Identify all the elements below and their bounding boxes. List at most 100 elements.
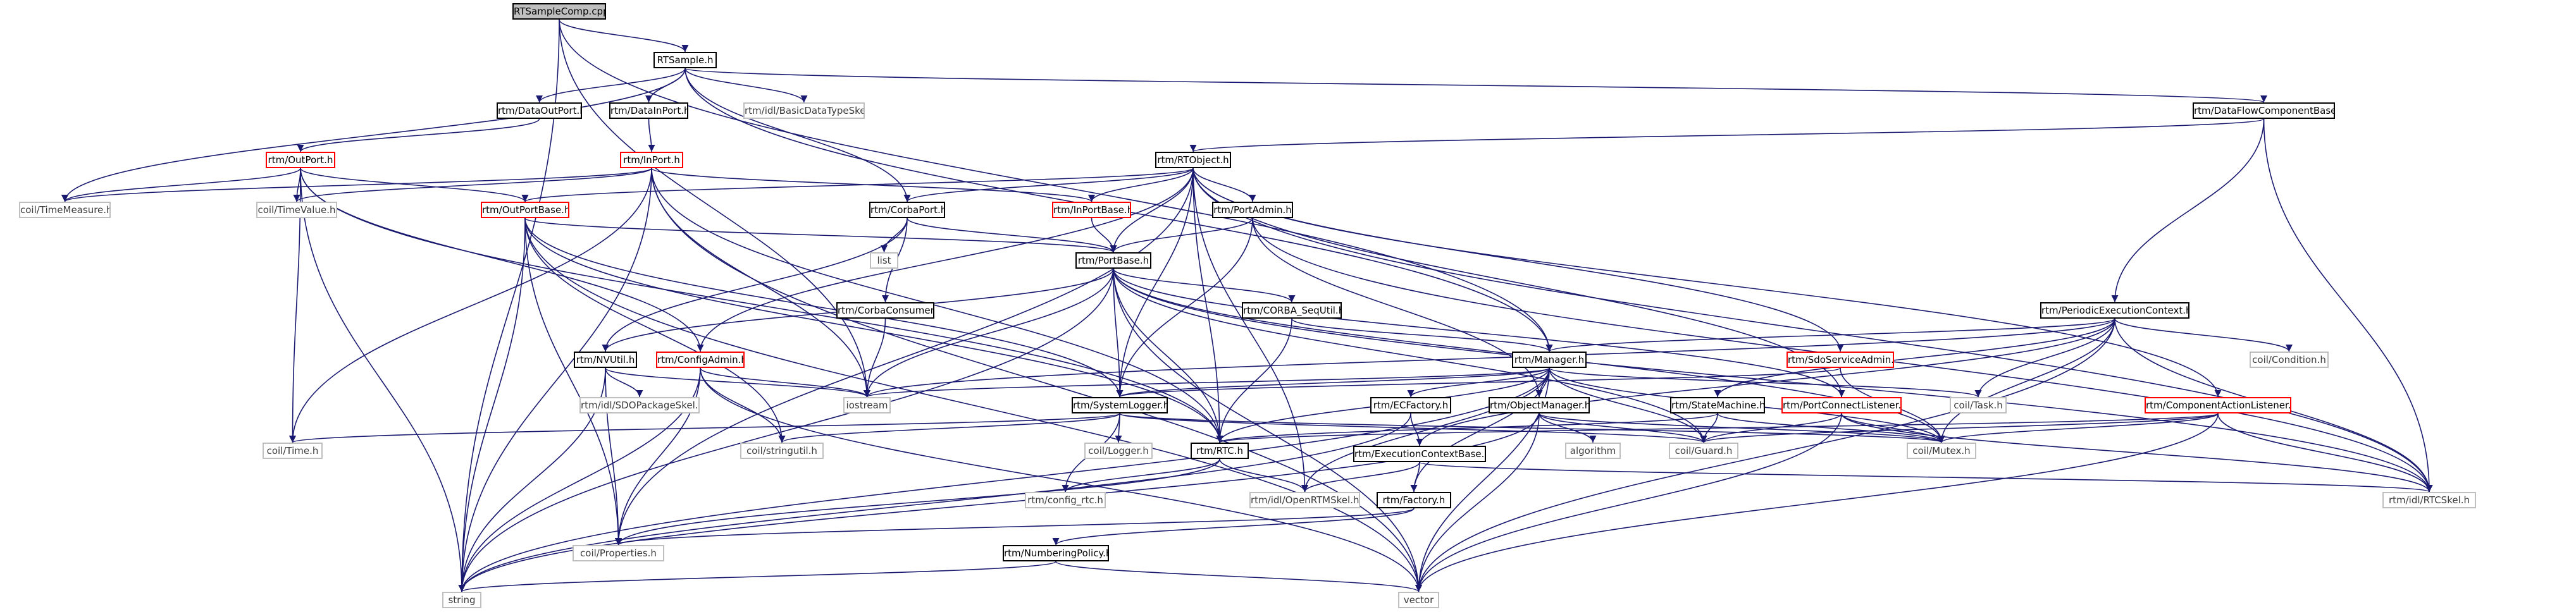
edge-rtm_portbase_h-to-vector [1113, 268, 1423, 592]
node-coil-mutex-h[interactable]: coil/Mutex.h [1907, 443, 1976, 459]
edge-rtm_portconnectlistener_h-to-coil_guard_h [1700, 413, 1842, 443]
node-rtm-idl-openrtmskel-h[interactable]: rtm/idl/OpenRTMSkel.h [1249, 492, 1360, 508]
edge-rtm_rtobject_h-to-rtm_inportbase_h [1087, 168, 1194, 202]
node-coil-condition-h[interactable]: coil/Condition.h [2250, 352, 2329, 368]
edge-rtm_inport_h-to-coil_timevalue_h [293, 168, 652, 202]
node-rtm-portbase-h[interactable]: rtm/PortBase.h [1075, 252, 1151, 269]
edge-rtm_manager_h-to-iostream [864, 367, 1550, 398]
edge-rtsamplecomp_cpp-to-rtm_manager_h [559, 19, 1553, 352]
node-rtm-dataflowcomponentbase-h[interactable]: rtm/DataFlowComponentBase.h [2193, 102, 2335, 119]
edge-rtm_periodicexecutioncontext_h-to-vector [1415, 318, 2115, 592]
edge-rtm_corba_sequtil_h-to-rtm_manager_h [1291, 318, 1553, 352]
edge-rtm_dataoutport_h-to-rtm_outport_h [297, 118, 540, 152]
node-rtm-rtobject-h[interactable]: rtm/RTObject.h [1155, 152, 1231, 168]
edge-rtm_objectmanager_h-to-algorithm [1539, 413, 1597, 443]
edge-rtm_systemlogger_h-to-coil_stringutil_h [778, 413, 1120, 443]
node-rtm-portadmin-h[interactable]: rtm/PortAdmin.h [1212, 202, 1293, 218]
edge-rtm_outport_h-to-string [300, 168, 466, 592]
edge-rtm_portconnectlistener_h-to-vector [1415, 413, 1842, 592]
edge-rtm_inport_h-to-coil_time_h [288, 168, 652, 443]
node-rtm-systemlogger-h[interactable]: rtm/SystemLogger.h [1072, 397, 1168, 413]
node-coil-logger-h[interactable]: coil/Logger.h [1084, 443, 1153, 459]
edge-rtm_outport_h-to-rtm_outportbase_h [300, 168, 529, 202]
node-rtm-numberingpolicy-h[interactable]: rtm/NumberingPolicy.h [1003, 545, 1109, 561]
edge-rtm_rtc_h-to-rtm_idl_openrtmskel_h [1219, 458, 1309, 493]
node-rtsamplecomp-cpp[interactable]: RTSampleComp.cpp [512, 3, 606, 20]
node-rtm-manager-h[interactable]: rtm/Manager.h [1512, 352, 1587, 368]
edge-rtm_portbase_h-to-rtm_idl_rtcskel_h [1113, 268, 2433, 493]
node-rtm-portconnectlistener-h[interactable]: rtm/PortConnectListener.h [1781, 397, 1902, 413]
edge-rtm_configadmin_h-to-coil_properties_h [614, 367, 701, 546]
edge-rtsamplecomp_cpp-to-rtsample_h [559, 19, 689, 52]
edge-rtm_componentactionlistener_h-to-rtm_idl_rtcskel_h [2217, 413, 2433, 493]
node-rtm-ecfactory-h[interactable]: rtm/ECFactory.h [1370, 397, 1451, 413]
node-coil-properties-h[interactable]: coil/Properties.h [573, 545, 664, 561]
edge-rtm_objectmanager_h-to-vector [1415, 413, 1540, 592]
edge-rtm_componentactionlistener_h-to-coil_guard_h [1700, 413, 2219, 443]
node-rtm-outport-h[interactable]: rtm/OutPort.h [266, 152, 335, 168]
node-rtm-idl-sdopackageskel-h[interactable]: rtm/idl/SDOPackageSkel.h [579, 397, 700, 413]
node-rtm-datainport-h[interactable]: rtm/DataInPort.h [609, 102, 688, 119]
node-coil-timemeasure-h[interactable]: coil/TimeMeasure.h [19, 202, 111, 218]
node-rtm-periodicexecutioncontext-h[interactable]: rtm/PeriodicExecutionContext.h [2040, 302, 2189, 319]
edge-rtm_portbase_h-to-iostream [863, 268, 1114, 398]
edge-rtsamplecomp_cpp-to-iostream [559, 19, 871, 398]
edge-rtm_outportbase_h-to-coil_properties_h [524, 217, 622, 546]
edge-rtm_portadmin_h-to-rtm_portbase_h [1110, 217, 1253, 253]
node-rtm-corba-sequtil-h[interactable]: rtm/CORBA_SeqUtil.h [1242, 302, 1342, 319]
edge-rtm_manager_h-to-rtm_systemlogger_h [1116, 367, 1550, 398]
node-rtm-dataoutport-h[interactable]: rtm/DataOutPort.h [497, 102, 582, 119]
node-iostream[interactable]: iostream [843, 397, 891, 413]
edge-rtm_rtc_h-to-coil_properties_h [615, 458, 1220, 546]
node-vector[interactable]: vector [1398, 592, 1439, 608]
edge-rtm_rtobject_h-to-rtm_sdoserviceadmin_h [1192, 168, 1844, 352]
node-rtm-inportbase-h[interactable]: rtm/InPortBase.h [1052, 202, 1131, 218]
node-coil-stringutil-h[interactable]: coil/stringutil.h [740, 443, 824, 459]
node-rtm-idl-basicdatatypeskel-h[interactable]: rtm/idl/BasicDataTypeSkel.h [743, 102, 865, 119]
node-rtm-factory-h[interactable]: rtm/Factory.h [1377, 492, 1451, 508]
node-rtm-idl-rtcskel-h[interactable]: rtm/idl/RTCSkel.h [2382, 492, 2476, 508]
edge-rtm_statemachine_h-to-coil_mutex_h [1717, 413, 1945, 443]
node-coil-timevalue-h[interactable]: coil/TimeValue.h [256, 202, 337, 218]
node-rtm-executioncontextbase-h[interactable]: rtm/ExecutionContextBase.h [1353, 446, 1486, 462]
edge-rtm_outportbase_h-to-rtm_rtc_h [524, 217, 1223, 443]
edge-rtm_portbase_h-to-coil_guard_h [1113, 268, 1707, 443]
edge-rtm_statemachine_h-to-rtm_rtc_h [1216, 413, 1718, 443]
node-rtm-rtc-h[interactable]: rtm/RTC.h [1191, 443, 1249, 459]
edge-rtm_rtobject_h-to-rtm_systemlogger_h [1116, 168, 1194, 398]
edge-rtm_factory_h-to-rtm_numberingpolicy_h [1052, 508, 1415, 546]
edge-rtm_outportbase_h-to-rtm_portbase_h [524, 217, 1117, 253]
node-rtm-sdoserviceadmin-h[interactable]: rtm/SdoServiceAdmin.h [1786, 352, 1894, 368]
edge-rtm_rtobject_h-to-rtm_outportbase_h [521, 168, 1194, 202]
node-list[interactable]: list [870, 252, 898, 269]
node-rtm-configadmin-h[interactable]: rtm/ConfigAdmin.h [656, 352, 745, 368]
node-rtm-inport-h[interactable]: rtm/InPort.h [620, 152, 683, 168]
edge-rtm_corbaport_h-to-rtm_portbase_h [907, 217, 1117, 253]
edge-rtm_sdoserviceadmin_h-to-rtm_systemlogger_h [1117, 367, 1841, 398]
edge-rtm_systemlogger_h-to-coil_guard_h [1119, 413, 1707, 443]
node-rtm-statemachine-h[interactable]: rtm/StateMachine.h [1670, 397, 1765, 413]
edge-rtm_periodicexecutioncontext_h-to-rtm_statemachine_h [1714, 318, 2115, 398]
node-string[interactable]: string [442, 592, 481, 608]
node-rtm-nvutil-h[interactable]: rtm/NVUtil.h [574, 352, 637, 368]
node-coil-guard-h[interactable]: coil/Guard.h [1669, 443, 1738, 459]
node-rtm-config-rtc-h[interactable]: rtm/config_rtc.h [1025, 492, 1106, 508]
edge-rtm_configadmin_h-to-iostream [700, 367, 870, 398]
edge-rtm_dataflowcomponentbase_h-to-rtm_periodicexecutioncontext_h [2111, 118, 2265, 303]
edge-rtm_outportbase_h-to-string [458, 217, 526, 592]
edge-rtsample_h-to-coil_timemeasure_h [61, 68, 686, 202]
edge-rtsamplecomp_cpp-to-string [458, 19, 560, 592]
edge-rtm_periodicexecutioncontext_h-to-coil_condition_h [2114, 318, 2293, 352]
node-coil-task-h[interactable]: coil/Task.h [1950, 397, 2007, 413]
node-rtm-corbaconsumer-h[interactable]: rtm/CorbaConsumer.h [836, 302, 934, 319]
node-rtm-corbaport-h[interactable]: rtm/CorbaPort.h [869, 202, 945, 218]
node-rtm-componentactionlistener-h[interactable]: rtm/ComponentActionListener.h [2145, 397, 2291, 413]
node-coil-time-h[interactable]: coil/Time.h [263, 443, 323, 459]
edge-rtm_systemlogger_h-to-coil_mutex_h [1119, 413, 1945, 443]
node-rtm-objectmanager-h[interactable]: rtm/ObjectManager.h [1489, 397, 1590, 413]
node-rtsample-h[interactable]: RTSample.h [653, 52, 717, 68]
edge-rtm_executioncontextbase_h-to-rtm_idl_rtcskel_h [1419, 462, 2432, 493]
node-rtm-outportbase-h[interactable]: rtm/OutPortBase.h [481, 202, 569, 218]
node-algorithm[interactable]: algorithm [1565, 443, 1621, 459]
edge-rtm_rtobject_h-to-rtm_idl_rtcskel_h [1192, 168, 2433, 493]
